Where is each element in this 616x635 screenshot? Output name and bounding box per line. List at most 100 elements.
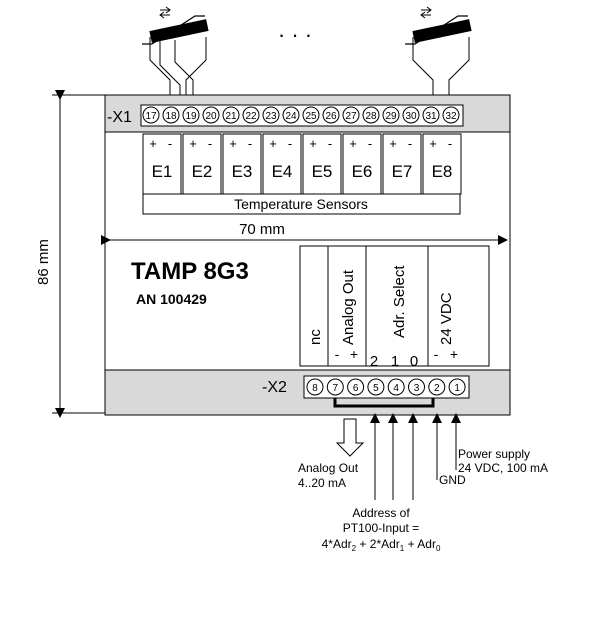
- x1-terminal: [282, 106, 300, 124]
- x1-terminal: [242, 106, 260, 124]
- x1-terminal: [302, 106, 320, 124]
- resistor-icon: [412, 19, 472, 43]
- x1-terminal-number: 19: [185, 111, 197, 122]
- x1-terminal: [142, 106, 160, 124]
- sensor-block: [142, 133, 182, 195]
- connector-x1-label: -X1: [107, 109, 132, 126]
- sensor-label: E8: [432, 162, 453, 181]
- address-annotation-line1: Address of: [352, 506, 410, 520]
- connector-x1: [140, 104, 464, 127]
- x2-wiring: [333, 398, 461, 500]
- sensor-block: [182, 133, 222, 195]
- power-annotation-line1: Power supply: [458, 447, 530, 461]
- temperature-sensors-label: Temperature Sensors: [234, 196, 368, 212]
- analog-out-arrow: [335, 418, 365, 457]
- x2-terminal-number: 2: [434, 383, 440, 394]
- x2-terminal: [428, 378, 446, 396]
- x1-terminal-number: 27: [345, 111, 357, 122]
- power-annotation-line2: 24 VDC, 100 mA: [458, 461, 548, 475]
- x1-terminal: [222, 106, 240, 124]
- sensor-minus: -: [368, 136, 372, 151]
- vdc-plus: +: [450, 346, 458, 362]
- sensor-plus: +: [269, 136, 277, 151]
- sensor-minus: -: [288, 136, 292, 151]
- vdc-label: 24 VDC: [438, 292, 455, 345]
- x2-terminal-number: 7: [333, 383, 339, 394]
- nc-label: nc: [307, 329, 324, 345]
- sensor-symbol-right: [405, 6, 472, 95]
- sensor-symbol-left: [142, 6, 209, 95]
- x1-terminal: [322, 106, 340, 124]
- sensor-plus: +: [149, 136, 157, 151]
- x2-terminal-row: 8 7 6 5 4 3 2 1: [306, 378, 466, 396]
- x1-terminal-number: 23: [265, 111, 277, 122]
- x2-terminal: [408, 378, 425, 396]
- sensor-plus: +: [349, 136, 357, 151]
- sensor-minus: -: [448, 136, 452, 151]
- x2-terminal: [306, 378, 324, 396]
- analog-out-label: Analog Out: [340, 269, 357, 345]
- sensor-label: E7: [392, 162, 413, 181]
- vdc-minus: -: [434, 346, 439, 362]
- x1-terminal: [342, 106, 360, 124]
- device-code: AN 100429: [136, 291, 207, 307]
- x2-terminal-number: 6: [353, 383, 359, 394]
- sensor-plus: +: [429, 136, 437, 151]
- analog-minus: -: [335, 346, 340, 362]
- sensor-minus: -: [208, 136, 212, 151]
- sensor-minus: -: [328, 136, 332, 151]
- x1-terminal-number: 30: [405, 111, 417, 122]
- x2-terminal-number: 8: [312, 383, 318, 394]
- x1-terminal-number: 29: [385, 111, 397, 122]
- sensor-block: [382, 133, 422, 195]
- sensor-label: E4: [272, 162, 293, 181]
- sensor-block: [302, 133, 342, 195]
- height-dimension-label: 86 mm: [35, 239, 52, 285]
- x1-terminal-number: 32: [445, 111, 457, 122]
- x1-terminal: [422, 106, 440, 124]
- x1-terminal: [202, 106, 220, 124]
- x2-terminal-number: 3: [414, 383, 420, 394]
- analog-plus: +: [350, 346, 358, 362]
- x2-terminal: [448, 378, 466, 396]
- sensor-label: E5: [312, 162, 333, 181]
- x2-terminal: [367, 378, 385, 396]
- gnd-annotation: GND: [439, 473, 466, 487]
- reversible-arrows-icon: [420, 6, 432, 19]
- x1-terminal-number: 24: [285, 111, 297, 122]
- x2-terminal-number: 4: [393, 383, 399, 394]
- sensor-plus: +: [389, 136, 397, 151]
- sensor-minus: -: [168, 136, 172, 151]
- sensor-label: E3: [232, 162, 253, 181]
- device-name: TAMP 8G3: [131, 258, 249, 285]
- sensor-label: E1: [152, 162, 173, 181]
- temperature-sensors-box: [142, 193, 461, 215]
- connector-x2: [303, 375, 470, 399]
- sensor-minus: -: [248, 136, 252, 151]
- sensor-label: E6: [352, 162, 373, 181]
- x1-terminal: [362, 106, 380, 124]
- sensor-block: [262, 133, 302, 195]
- x2-terminal-number: 5: [373, 383, 379, 394]
- x1-terminal-number: 17: [145, 111, 157, 122]
- x1-terminal-number: 25: [305, 111, 317, 122]
- ellipsis: · · ·: [278, 22, 312, 47]
- sensor-block: [422, 133, 462, 195]
- adr-bit-0: 0: [410, 353, 418, 370]
- x1-terminal-number: 31: [425, 111, 437, 122]
- x2-terminal-number: 1: [454, 383, 460, 394]
- sensor-block: [222, 133, 262, 195]
- x1-terminal: [262, 106, 280, 124]
- analog-out-annotation-line2: 4..20 mA: [298, 476, 346, 490]
- address-formula: 4*Adr2 + 2*Adr1 + Adr0: [322, 537, 441, 553]
- analog-out-annotation-line1: Analog Out: [298, 461, 359, 475]
- x1-terminal-number: 26: [325, 111, 337, 122]
- adr-select-label: Adr. Select: [391, 265, 408, 338]
- adr-bit-1: 1: [391, 353, 399, 370]
- width-dimension-label: 70 mm: [239, 221, 285, 238]
- x1-terminal: [402, 106, 420, 124]
- connector-x2-label: -X2: [262, 379, 287, 396]
- sensor-label: E2: [192, 162, 213, 181]
